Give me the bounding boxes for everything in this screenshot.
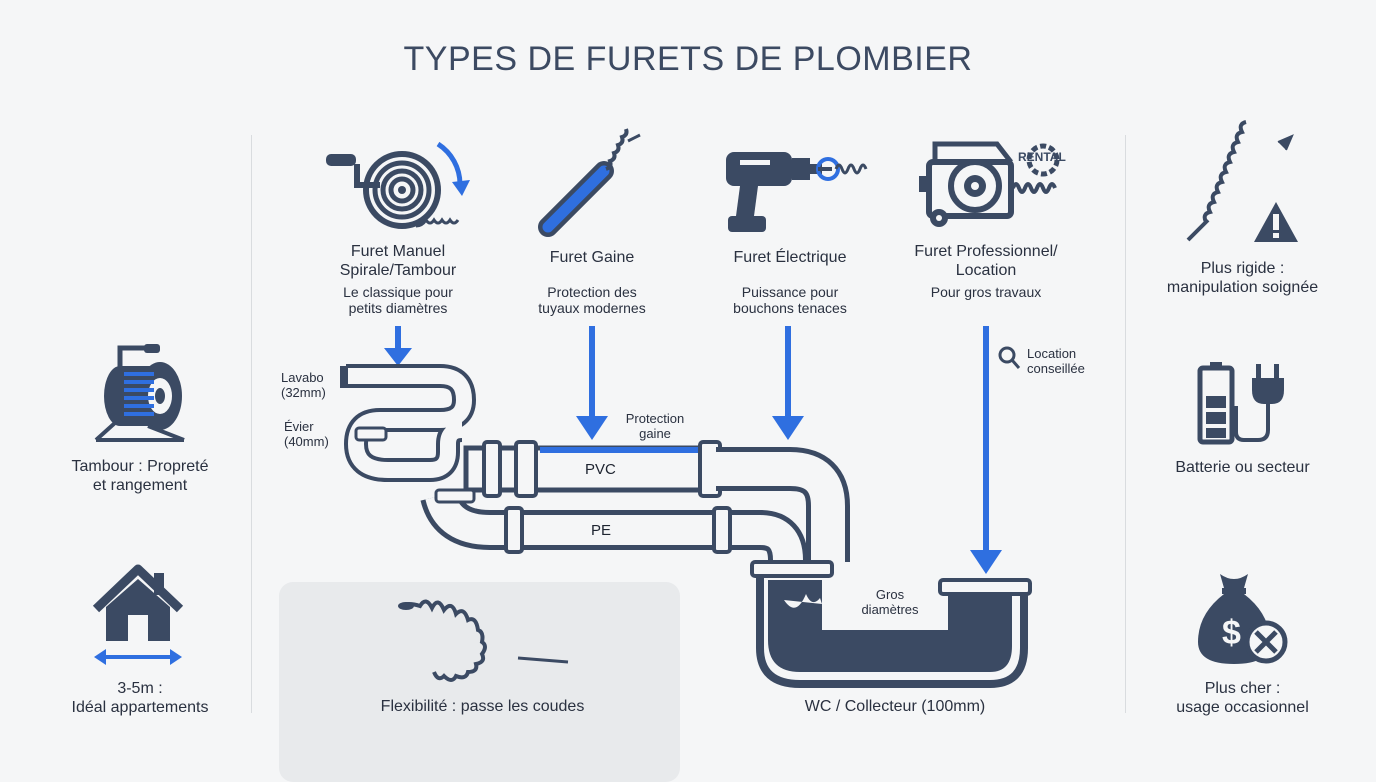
rental-badge: RENTAL [1018,150,1066,164]
drum-feature-label: Tambour : Propreté et rangement [71,458,209,494]
page-title: TYPES DE FURETS DE PLOMBIER [403,40,973,78]
type-electric-name: Furet Électrique [733,249,847,266]
power-feature-label: Batterie ou secteur [1175,459,1310,476]
flexibility-panel [279,582,680,782]
type-sheath-name: Furet Gaine [549,249,635,266]
rigid-cable-warning-icon [1186,120,1298,242]
rigid-feature-label: Plus rigide : manipulation soignée [1166,260,1319,296]
type-manual-name: Furet Manuel Spirale/Tambour [339,243,457,279]
arrow-manual [384,326,412,366]
right-divider [1125,135,1126,713]
professional-machine-icon [919,141,1060,227]
sheathed-cable-icon [538,128,641,237]
battery-plug-icon [1197,362,1284,445]
power-drill-icon [726,152,868,232]
arrow-sheath [576,326,608,440]
evier-label: Évier (40mm) [284,419,329,449]
flexibility-label: Flexibilité : passe les coudes [380,698,585,715]
type-pro-name: Furet Professionnel/ Location [914,243,1058,279]
type-sheath-desc: Protection des tuyaux modernes [538,284,646,316]
length-feature-label: 3-5m : Idéal appartements [71,680,209,716]
cable-reel-icon [94,344,185,442]
svg-text:$: $ [1222,614,1241,652]
gros-diametres-label: Gros diamètres [861,587,919,617]
type-manual-desc: Le classique pour petits diamètres [343,284,453,316]
pe-label: PE [591,522,612,539]
left-divider [251,135,252,713]
type-electric-desc: Puissance pour bouchons tenaces [733,284,847,316]
lavabo-label: Lavabo (32mm) [281,370,326,400]
price-feature-label: Plus cher : usage occasionnel [1176,680,1309,716]
hand-crank-drum-icon [326,141,470,229]
location-label: Location conseillée [1027,346,1085,376]
house-icon [92,564,184,665]
pvc-label: PVC [585,461,616,478]
arrow-electric [772,326,804,440]
arrow-pro [970,326,1002,574]
type-pro-desc: Pour gros travaux [930,284,1042,300]
money-bag-icon: $ [1198,574,1288,664]
wc-collector-label: WC / Collecteur (100mm) [804,698,986,715]
protection-label: Protection gaine [625,411,685,441]
